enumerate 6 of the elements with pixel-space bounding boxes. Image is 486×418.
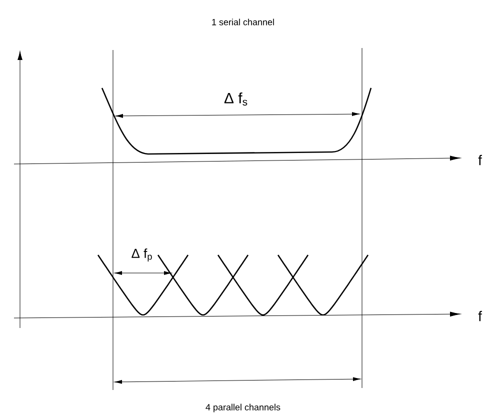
dimension-label: Δ f$_{p}$ bbox=[132, 248, 152, 262]
dimension-label: Δ f$_{s}$ bbox=[224, 92, 248, 106]
caption: 4 parallel channels bbox=[206, 404, 280, 412]
axis-label: f bbox=[478, 310, 482, 322]
axis-label: f bbox=[478, 154, 482, 166]
title: 1 serial channel bbox=[212, 18, 274, 26]
